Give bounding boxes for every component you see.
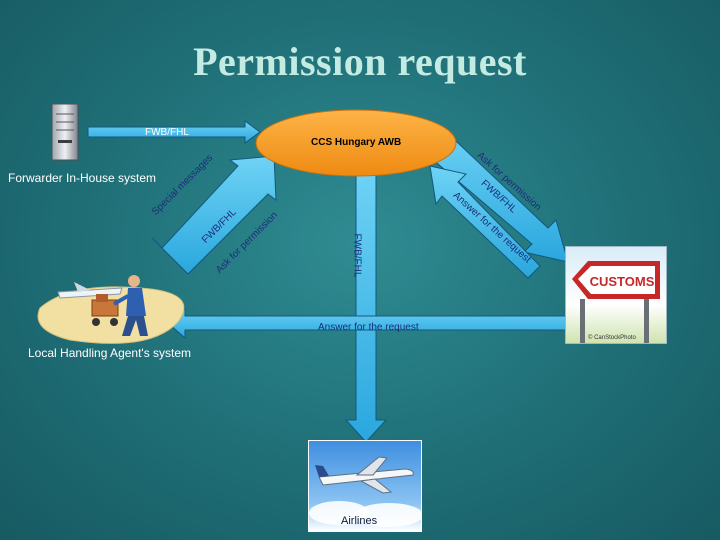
handling-label: Local Handling Agent's system (28, 346, 192, 360)
forwarder-label: Forwarder In-House system (8, 171, 157, 185)
forwarder-to-ccs-label: FWB/FHL (145, 127, 189, 138)
ccs-ellipse (255, 109, 457, 177)
customs-sign-icon: CUSTOMS (572, 261, 660, 343)
arrow-ccs-to-customs (417, 125, 569, 263)
airplane-icon (309, 456, 423, 527)
arrow-customs-to-ccs (429, 165, 541, 279)
ccs-label: CCS Hungary AWB (311, 137, 402, 148)
airlines-label: Airlines (341, 515, 378, 527)
airlines-image (308, 440, 423, 532)
arrow-customs-to-handling (167, 306, 567, 340)
customs-to-handling-label: Answer for the request (318, 322, 419, 333)
customs-caption: © CanStockPhoto (588, 335, 636, 341)
arrow-handling-to-ccs (151, 155, 277, 275)
customs-sign-text: CUSTOMS (590, 274, 655, 289)
handling-agent-illustration (37, 275, 185, 344)
server-icon (51, 103, 79, 161)
arrow-forwarder-to-ccs (87, 120, 261, 144)
ccs-to-airlines-label: FWB/FHL (351, 233, 363, 278)
slide-title: Permission request (193, 39, 527, 84)
customs-sign-image: CUSTOMS © CanStockPhoto (565, 246, 667, 344)
arrow-ccs-to-airlines (344, 167, 388, 443)
